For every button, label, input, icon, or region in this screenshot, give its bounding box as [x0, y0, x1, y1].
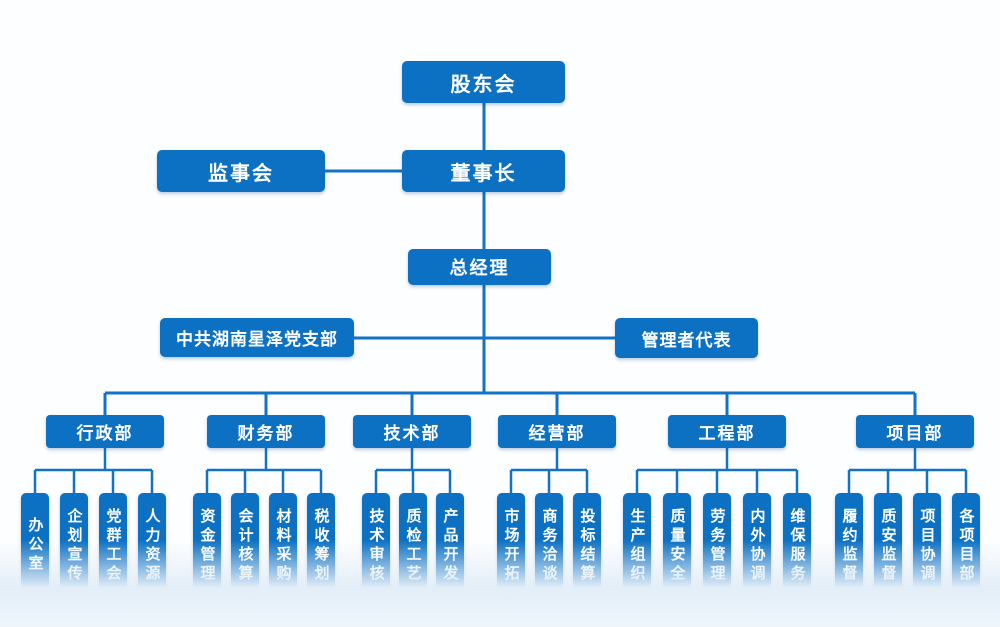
node-leaf: 人力资源: [138, 493, 166, 598]
node-dept-xingzheng: 行政部: [46, 415, 164, 448]
node-dept-caiwu: 财务部: [207, 415, 325, 448]
node-leaf: 资金管理: [193, 493, 221, 598]
node-leaf: 企划宣传: [60, 493, 88, 598]
node-leaf: 项目协调: [913, 493, 941, 598]
node-leaf: 履约监督: [835, 493, 863, 598]
node-leaf: 材料采购: [269, 493, 297, 598]
node-leaf: 生产组织: [623, 493, 651, 598]
node-leaf: 会计核算: [231, 493, 259, 598]
node-leaf: 质安监督: [874, 493, 902, 598]
node-leaf: 税收筹划: [307, 493, 335, 598]
node-leaf: 内外协调: [743, 493, 771, 598]
node-leaf: 各项目部: [952, 493, 980, 598]
node-leaf: 商务洽谈: [535, 493, 563, 598]
node-dept-gongcheng: 工程部: [668, 415, 786, 448]
node-leaf: 质检工艺: [399, 493, 427, 598]
node-leaf: 投标结算: [573, 493, 601, 598]
node-dept-jingying: 经营部: [498, 415, 616, 448]
node-leaf: 办公室: [21, 493, 49, 598]
node-leaf: 产品开发: [436, 493, 464, 598]
node-dept-jishu: 技术部: [353, 415, 471, 448]
node-supervisory-board: 监事会: [157, 150, 325, 192]
node-leaf: 市场开拓: [497, 493, 525, 598]
node-shareholders: 股东会: [402, 61, 565, 103]
node-management-representative: 管理者代表: [615, 318, 758, 358]
node-leaf: 技术审核: [362, 493, 390, 598]
node-general-manager: 总经理: [408, 249, 551, 285]
node-leaf: 质量安全: [663, 493, 691, 598]
node-leaf: 劳务管理: [703, 493, 731, 598]
node-leaf: 维保服务: [783, 493, 811, 598]
node-chairman: 董事长: [402, 150, 565, 192]
node-dept-xiangmu: 项目部: [856, 415, 974, 448]
node-party-branch: 中共湖南星泽党支部: [160, 318, 354, 357]
node-leaf: 党群工会: [99, 493, 127, 598]
